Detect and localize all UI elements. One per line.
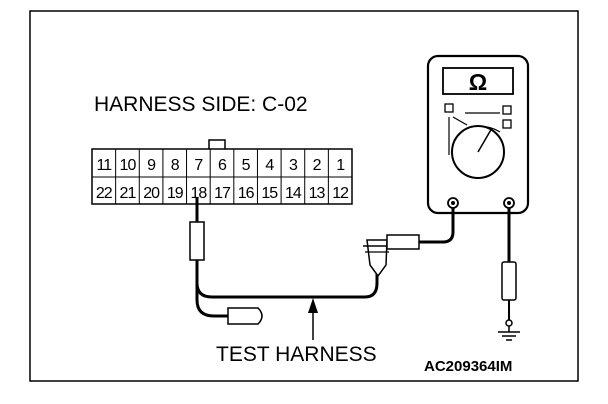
pin-label: 12: [332, 185, 349, 202]
pin-label: 1: [336, 157, 345, 174]
pin-label: 11: [97, 157, 113, 174]
pin-label: 18: [190, 185, 207, 202]
harness-wire: [195, 260, 379, 299]
pin-label: 7: [194, 157, 203, 174]
pin-label: 13: [309, 185, 326, 202]
meter-button-right-lower: [502, 119, 512, 129]
connector-bottom-row: 22 21 20 19 18 17 16 15 14 13 12: [96, 177, 350, 204]
meter-button-right: [502, 105, 512, 115]
pin-label: 16: [238, 185, 255, 202]
meter-jack-v-inner: [507, 201, 511, 205]
meter-lead-left: [386, 208, 455, 250]
pointer-arrow: [308, 298, 318, 340]
pin-label: 5: [242, 157, 251, 174]
pin-label: 9: [147, 157, 156, 174]
ohm-symbol: Ω: [469, 69, 487, 95]
figure-code: AC209364IM: [424, 358, 512, 375]
multimeter: Ω: [426, 54, 530, 215]
pin-label: 22: [96, 185, 113, 202]
test-harness-caption: TEST HARNESS: [216, 343, 377, 366]
harness-branch-plug: [227, 307, 263, 325]
pin-label: 15: [261, 185, 278, 202]
pin-label: 8: [171, 157, 180, 174]
probe-sleeve: [189, 221, 205, 261]
meter-dial-pointer: [477, 127, 493, 153]
pin-label: 4: [265, 157, 274, 174]
ground-icon: [498, 326, 520, 341]
pin-label: 10: [120, 157, 137, 174]
pin-label: 14: [285, 185, 302, 202]
multimeter-display: [442, 67, 514, 95]
pin-label: 3: [289, 157, 298, 174]
pin-label: 6: [218, 157, 227, 174]
meter-jack-com-inner: [451, 201, 455, 205]
diagram-frame: [29, 10, 579, 382]
pin-label: 2: [313, 157, 322, 174]
meter-scale-line-2: [452, 116, 468, 126]
pin-label: 20: [143, 185, 160, 202]
pin-label: 19: [167, 185, 184, 202]
diagram-title: HARNESS SIDE: C-02: [94, 93, 308, 116]
test-harness: [189, 198, 391, 325]
harness-clip-body: [366, 239, 388, 278]
pin-label: 21: [120, 185, 137, 202]
harness-branch-wire: [195, 282, 228, 318]
pin-label: 17: [214, 185, 231, 202]
meter-button-left: [444, 103, 454, 113]
meter-lead-ground: [501, 208, 517, 327]
